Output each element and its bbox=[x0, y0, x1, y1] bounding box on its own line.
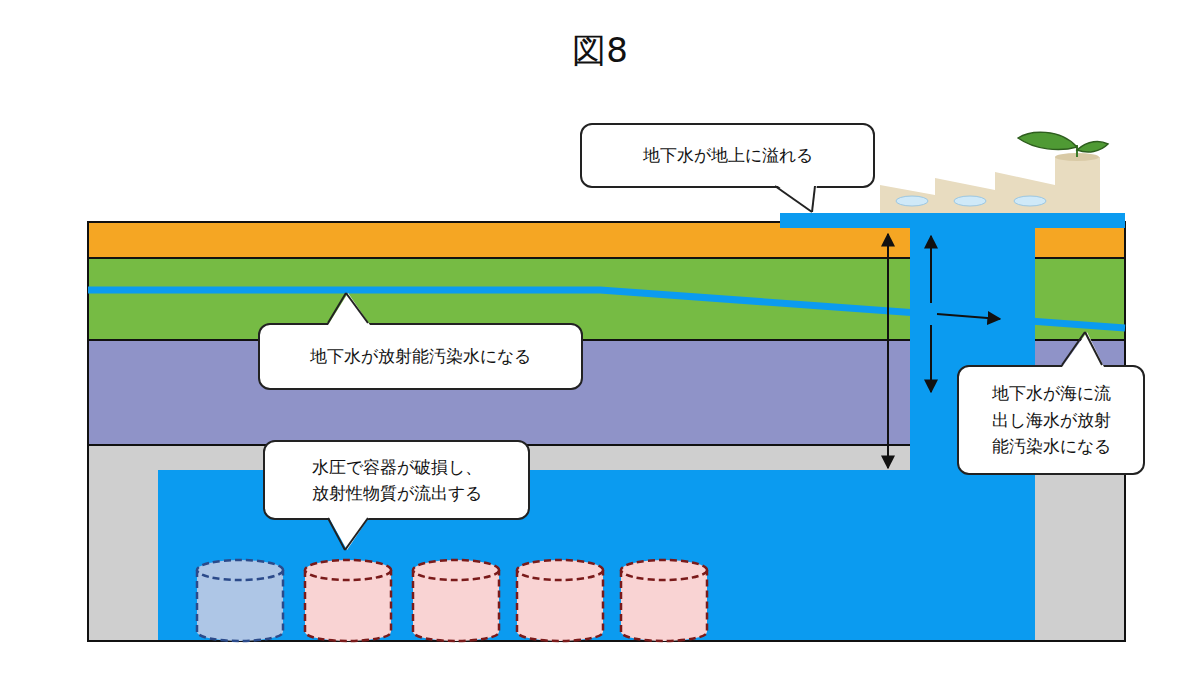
callout-tail bbox=[265, 442, 266, 443]
callout-text: 地下水が海に流 出し海水が放射 能汚染水になる bbox=[969, 380, 1133, 459]
flooded-repository bbox=[158, 228, 1035, 641]
waste-drums bbox=[197, 560, 707, 641]
surface-facility bbox=[880, 132, 1108, 213]
callout-tail bbox=[959, 367, 960, 368]
figure-title: 図8 bbox=[0, 28, 1200, 74]
surface-overflow bbox=[780, 213, 1125, 228]
speech-callout: 地下水が海に流 出し海水が放射 能汚染水になる bbox=[957, 365, 1145, 475]
speech-callout: 地下水が地上に溢れる bbox=[580, 123, 875, 188]
callout-text: 地下水が地上に溢れる bbox=[643, 142, 813, 168]
callout-text: 地下水が放射能汚染水になる bbox=[310, 343, 531, 369]
callout-text: 水圧で容器が破損し、 放射性物質が流出する bbox=[275, 454, 518, 507]
callout-tail bbox=[260, 325, 261, 326]
speech-callout: 地下水が放射能汚染水になる bbox=[258, 323, 583, 390]
callout-tail bbox=[582, 125, 583, 126]
speech-callout: 水圧で容器が破損し、 放射性物質が流出する bbox=[263, 440, 530, 520]
